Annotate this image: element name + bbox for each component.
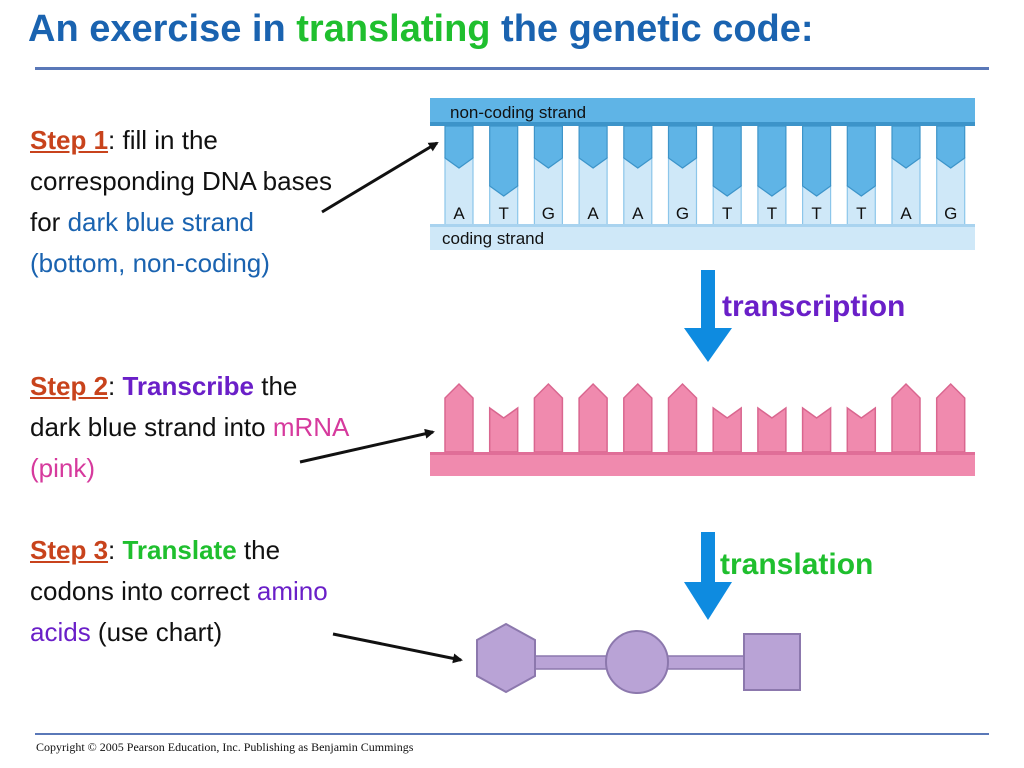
step-3-body: the codons into correct [30, 535, 281, 606]
step-3-tail: (use chart) [90, 617, 223, 647]
step-1-pointer-arrow [321, 141, 439, 214]
mrna-base-10 [846, 406, 877, 453]
noncoding-base-11 [891, 125, 921, 169]
step-3-label: Step 3 [30, 535, 109, 565]
coding-base-letter-6: G [676, 204, 689, 223]
noncoding-base-3 [533, 125, 564, 169]
coding-base-letter-5: A [632, 204, 644, 223]
mrna-backbone-edge [430, 452, 975, 455]
step-3-text: Step 3: Translate the codons into correc… [30, 530, 350, 653]
noncoding-base-8 [757, 125, 787, 197]
step-1-highlight: dark blue strand (bottom, non-coding) [30, 207, 270, 278]
step-3-pointer-arrow [332, 632, 463, 664]
step-1-sep: : [108, 125, 123, 155]
noncoding-strand-label: non-coding strand [450, 103, 586, 122]
step-1-label: Step 1 [30, 125, 109, 155]
noncoding-backbone-edge [430, 122, 975, 126]
step-2-verb: Transcribe [122, 371, 254, 401]
mrna-base-4 [578, 382, 608, 453]
dna-diagram: A T G A A G T T T T A G non-coding strand coding st… [430, 98, 975, 250]
title-part1: An exercise in [28, 8, 297, 50]
coding-base-letter-11: A [900, 204, 912, 223]
mrna-backbone [430, 452, 975, 476]
step-1-text: Step 1: fill in the corresponding DNA ba… [30, 120, 350, 284]
step-1-body: fill in the corresponding DNA bases for [30, 125, 333, 237]
noncoding-base-9 [801, 125, 832, 197]
amino-acid-circle [605, 630, 669, 694]
amino-acid-square [743, 633, 801, 691]
title-accent: translating [296, 8, 491, 50]
mrna-base-5 [623, 382, 653, 453]
mrna-base-7 [712, 406, 742, 453]
noncoding-base-7 [712, 125, 742, 197]
coding-base-letter-3: G [542, 204, 555, 223]
footer-divider [35, 733, 989, 735]
translation-arrow [684, 532, 732, 620]
step-2-text: Step 2: Transcribe the dark blue strand … [30, 366, 350, 489]
noncoding-base-1 [444, 125, 474, 169]
coding-base-letter-10: T [856, 204, 866, 223]
transcription-arrow [684, 270, 732, 362]
coding-backbone-edge [430, 224, 975, 227]
mrna-base-9 [801, 406, 832, 453]
amino-acid-chain [476, 622, 801, 694]
noncoding-backbone [430, 98, 975, 126]
noncoding-base-6 [667, 125, 698, 169]
mrna-base-2 [488, 406, 519, 453]
title-part2: the genetic code: [490, 8, 814, 50]
step-2-highlight: mRNA (pink) [30, 412, 348, 483]
coding-base-letter-4: A [587, 204, 599, 223]
coding-strand-label: coding strand [442, 229, 544, 248]
mrna-base-3 [533, 382, 564, 453]
mrna-base-1 [444, 382, 474, 453]
mrna-bases [444, 382, 966, 453]
coding-base-letter-2: T [499, 204, 509, 223]
step-3-highlight: amino acids [30, 576, 328, 647]
step-2-label: Step 2 [30, 371, 109, 401]
step-2-sep: : [108, 371, 123, 401]
mrna-base-11 [891, 382, 921, 453]
coding-base-letter-7: T [722, 204, 732, 223]
step-2-body: the dark blue strand into [30, 371, 298, 442]
coding-backbone [430, 226, 975, 250]
noncoding-base-12 [936, 125, 966, 169]
noncoding-base-5 [623, 125, 653, 169]
noncoding-base-10 [846, 125, 876, 197]
mrna-base-12 [935, 382, 966, 453]
step-3-verb: Translate [122, 535, 237, 565]
step-2-pointer-arrow [299, 428, 435, 464]
coding-base-letter-12: G [944, 204, 957, 223]
transcription-label: transcription [722, 290, 906, 323]
mrna-base-6 [667, 382, 698, 453]
slide-title: An exercise in translating the genetic c… [28, 8, 814, 51]
mrna-diagram [430, 382, 975, 476]
translation-label: translation [720, 548, 874, 581]
coding-base-letter-1: A [453, 204, 465, 223]
noncoding-base-4 [578, 125, 608, 169]
coding-base-letter-9: T [811, 204, 821, 223]
title-divider [35, 67, 989, 70]
copyright-text: Copyright © 2005 Pearson Education, Inc.… [36, 740, 414, 754]
step-3-sep: : [108, 535, 123, 565]
coding-base-letter-8: T [767, 204, 777, 223]
amino-acid-hexagon [476, 622, 536, 694]
noncoding-base-2 [489, 125, 519, 197]
mrna-base-8 [757, 406, 787, 453]
